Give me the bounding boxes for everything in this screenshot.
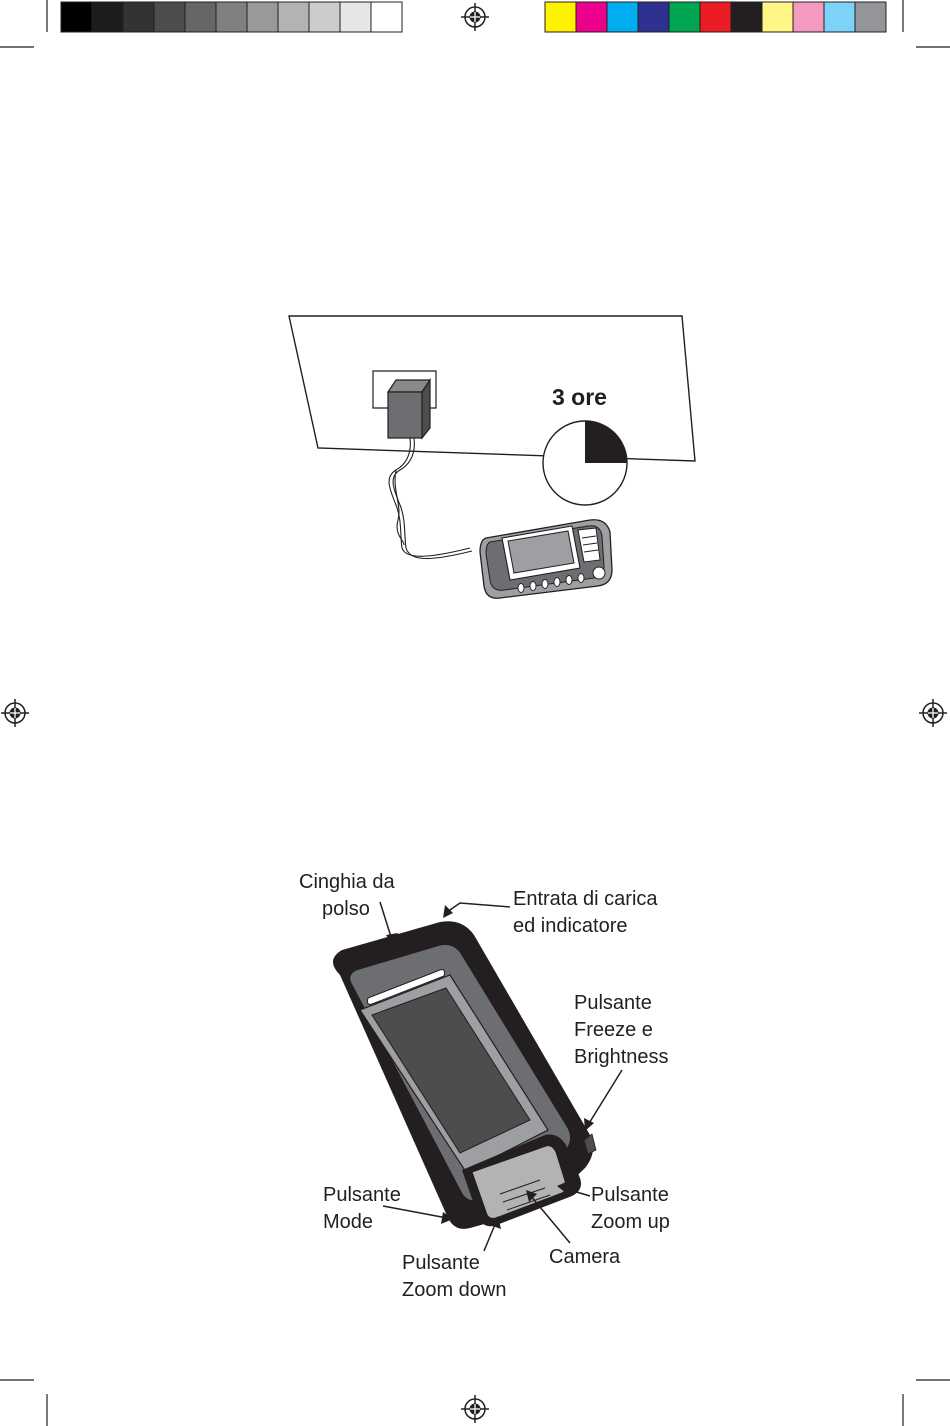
mode-button-label: Pulsante Mode — [323, 1182, 401, 1236]
camera-label: Camera — [549, 1244, 620, 1271]
label-line: Camera — [549, 1244, 620, 1271]
label-line: Freeze e — [574, 1017, 669, 1044]
label-line: ed indicatore — [513, 913, 658, 940]
label-line: Zoom down — [402, 1277, 507, 1304]
label-line: polso — [299, 896, 395, 923]
charge-port-label: Entrata di carica ed indicatore — [513, 886, 658, 940]
zoom-down-button-label: Pulsante Zoom down — [402, 1250, 507, 1304]
label-line: Pulsante — [323, 1182, 401, 1209]
wrist-strap-label: Cinghia da polso — [299, 869, 395, 923]
label-line: Brightness — [574, 1044, 669, 1071]
label-line: Mode — [323, 1209, 401, 1236]
label-line: Pulsante — [402, 1250, 507, 1277]
label-line: Pulsante — [574, 990, 669, 1017]
label-line: Entrata di carica — [513, 886, 658, 913]
freeze-button-label: Pulsante Freeze e Brightness — [574, 990, 669, 1071]
zoom-up-button-label: Pulsante Zoom up — [591, 1182, 670, 1236]
label-line: Pulsante — [591, 1182, 670, 1209]
label-line: Cinghia da — [299, 869, 395, 896]
label-line: Zoom up — [591, 1209, 670, 1236]
